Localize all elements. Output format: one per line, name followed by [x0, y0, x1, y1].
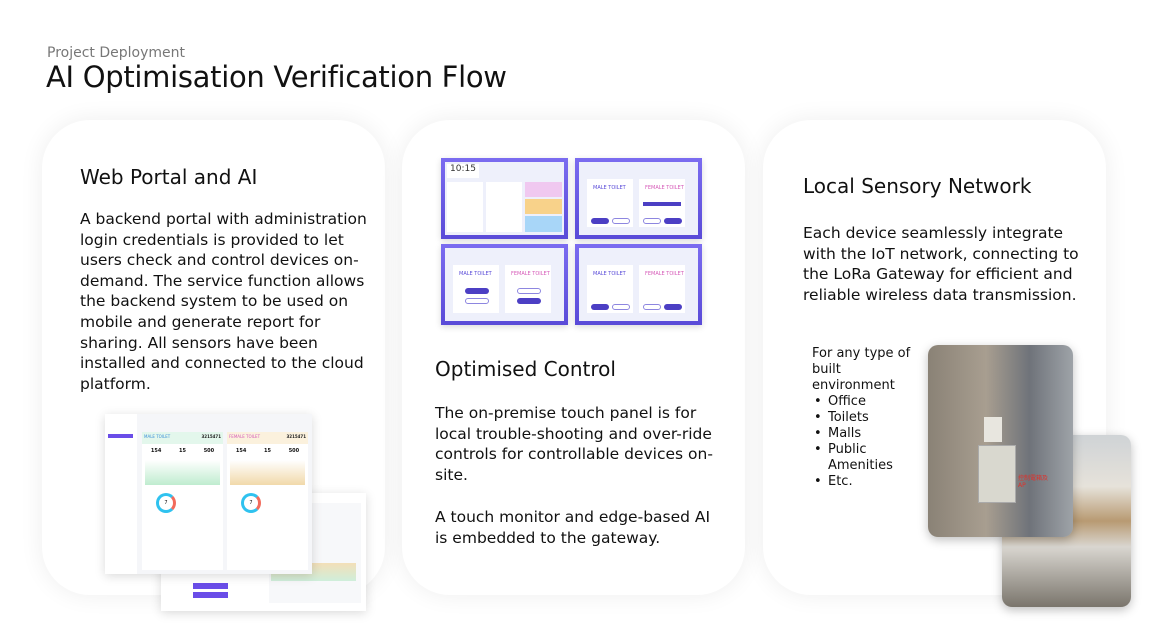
- card-body: Each device seamlessly integrate with th…: [803, 224, 1079, 304]
- card-title: Local Sensory Network: [803, 174, 1032, 198]
- gateway-installation-photo: 控制電箱及AP: [928, 345, 1073, 537]
- card-body: The on-premise touch panel is for local …: [435, 404, 713, 484]
- male-label: MALE TOILET: [144, 434, 171, 439]
- donut: 7: [241, 493, 261, 513]
- stat: 154: [150, 448, 162, 454]
- photo-label: 控制電箱及AP: [1018, 475, 1049, 489]
- total-count: 3215471: [286, 434, 306, 439]
- list-item: Malls: [812, 426, 912, 442]
- card-title: Optimised Control: [435, 357, 616, 381]
- female-label: FEMALE TOILET: [229, 434, 261, 439]
- slide-title: AI Optimisation Verification Flow: [46, 60, 507, 94]
- stat: 15: [179, 448, 186, 454]
- portal-screenshot: MALE TOILET 3215471 154 15 500 7 FEMALE TO…: [105, 414, 312, 574]
- touch-panel-fan: MALE TOILET FEMALE TOILET: [575, 244, 702, 325]
- donut: 7: [156, 493, 176, 513]
- card-web-portal: Web Portal and AI A backend portal with …: [42, 120, 385, 611]
- card-title: Web Portal and AI: [80, 165, 258, 189]
- slide-subtitle: Project Deployment: [47, 45, 185, 61]
- touch-panel-dashboard: 10:15: [441, 158, 568, 239]
- list-intro: For any type of built environment: [812, 346, 911, 393]
- list-item: Etc.: [812, 474, 912, 490]
- stat: 500: [203, 448, 215, 454]
- environment-list: For any type of built environment Office…: [812, 346, 912, 490]
- touch-panel-ventilation: MALE TOILET FEMALE TOILET: [575, 158, 702, 239]
- touch-panel-fragrance: MALE TOILET FEMALE TOILET: [441, 244, 568, 325]
- stat: 15: [264, 448, 271, 454]
- stat: 154: [235, 448, 247, 454]
- list-item: Toilets: [812, 410, 912, 426]
- list-item: Public Amenities: [812, 442, 902, 474]
- card-body: A backend portal with administration log…: [80, 210, 367, 393]
- card-body-2: A touch monitor and edge-based AI is emb…: [435, 508, 711, 547]
- list-item: Office: [812, 394, 912, 410]
- card-optimised-control: 10:15 MALE TOILET FEMALE TOILET MALE TOI…: [402, 120, 745, 595]
- clock: 10:15: [447, 164, 479, 178]
- total-count: 3215471: [201, 434, 221, 439]
- stat: 500: [288, 448, 300, 454]
